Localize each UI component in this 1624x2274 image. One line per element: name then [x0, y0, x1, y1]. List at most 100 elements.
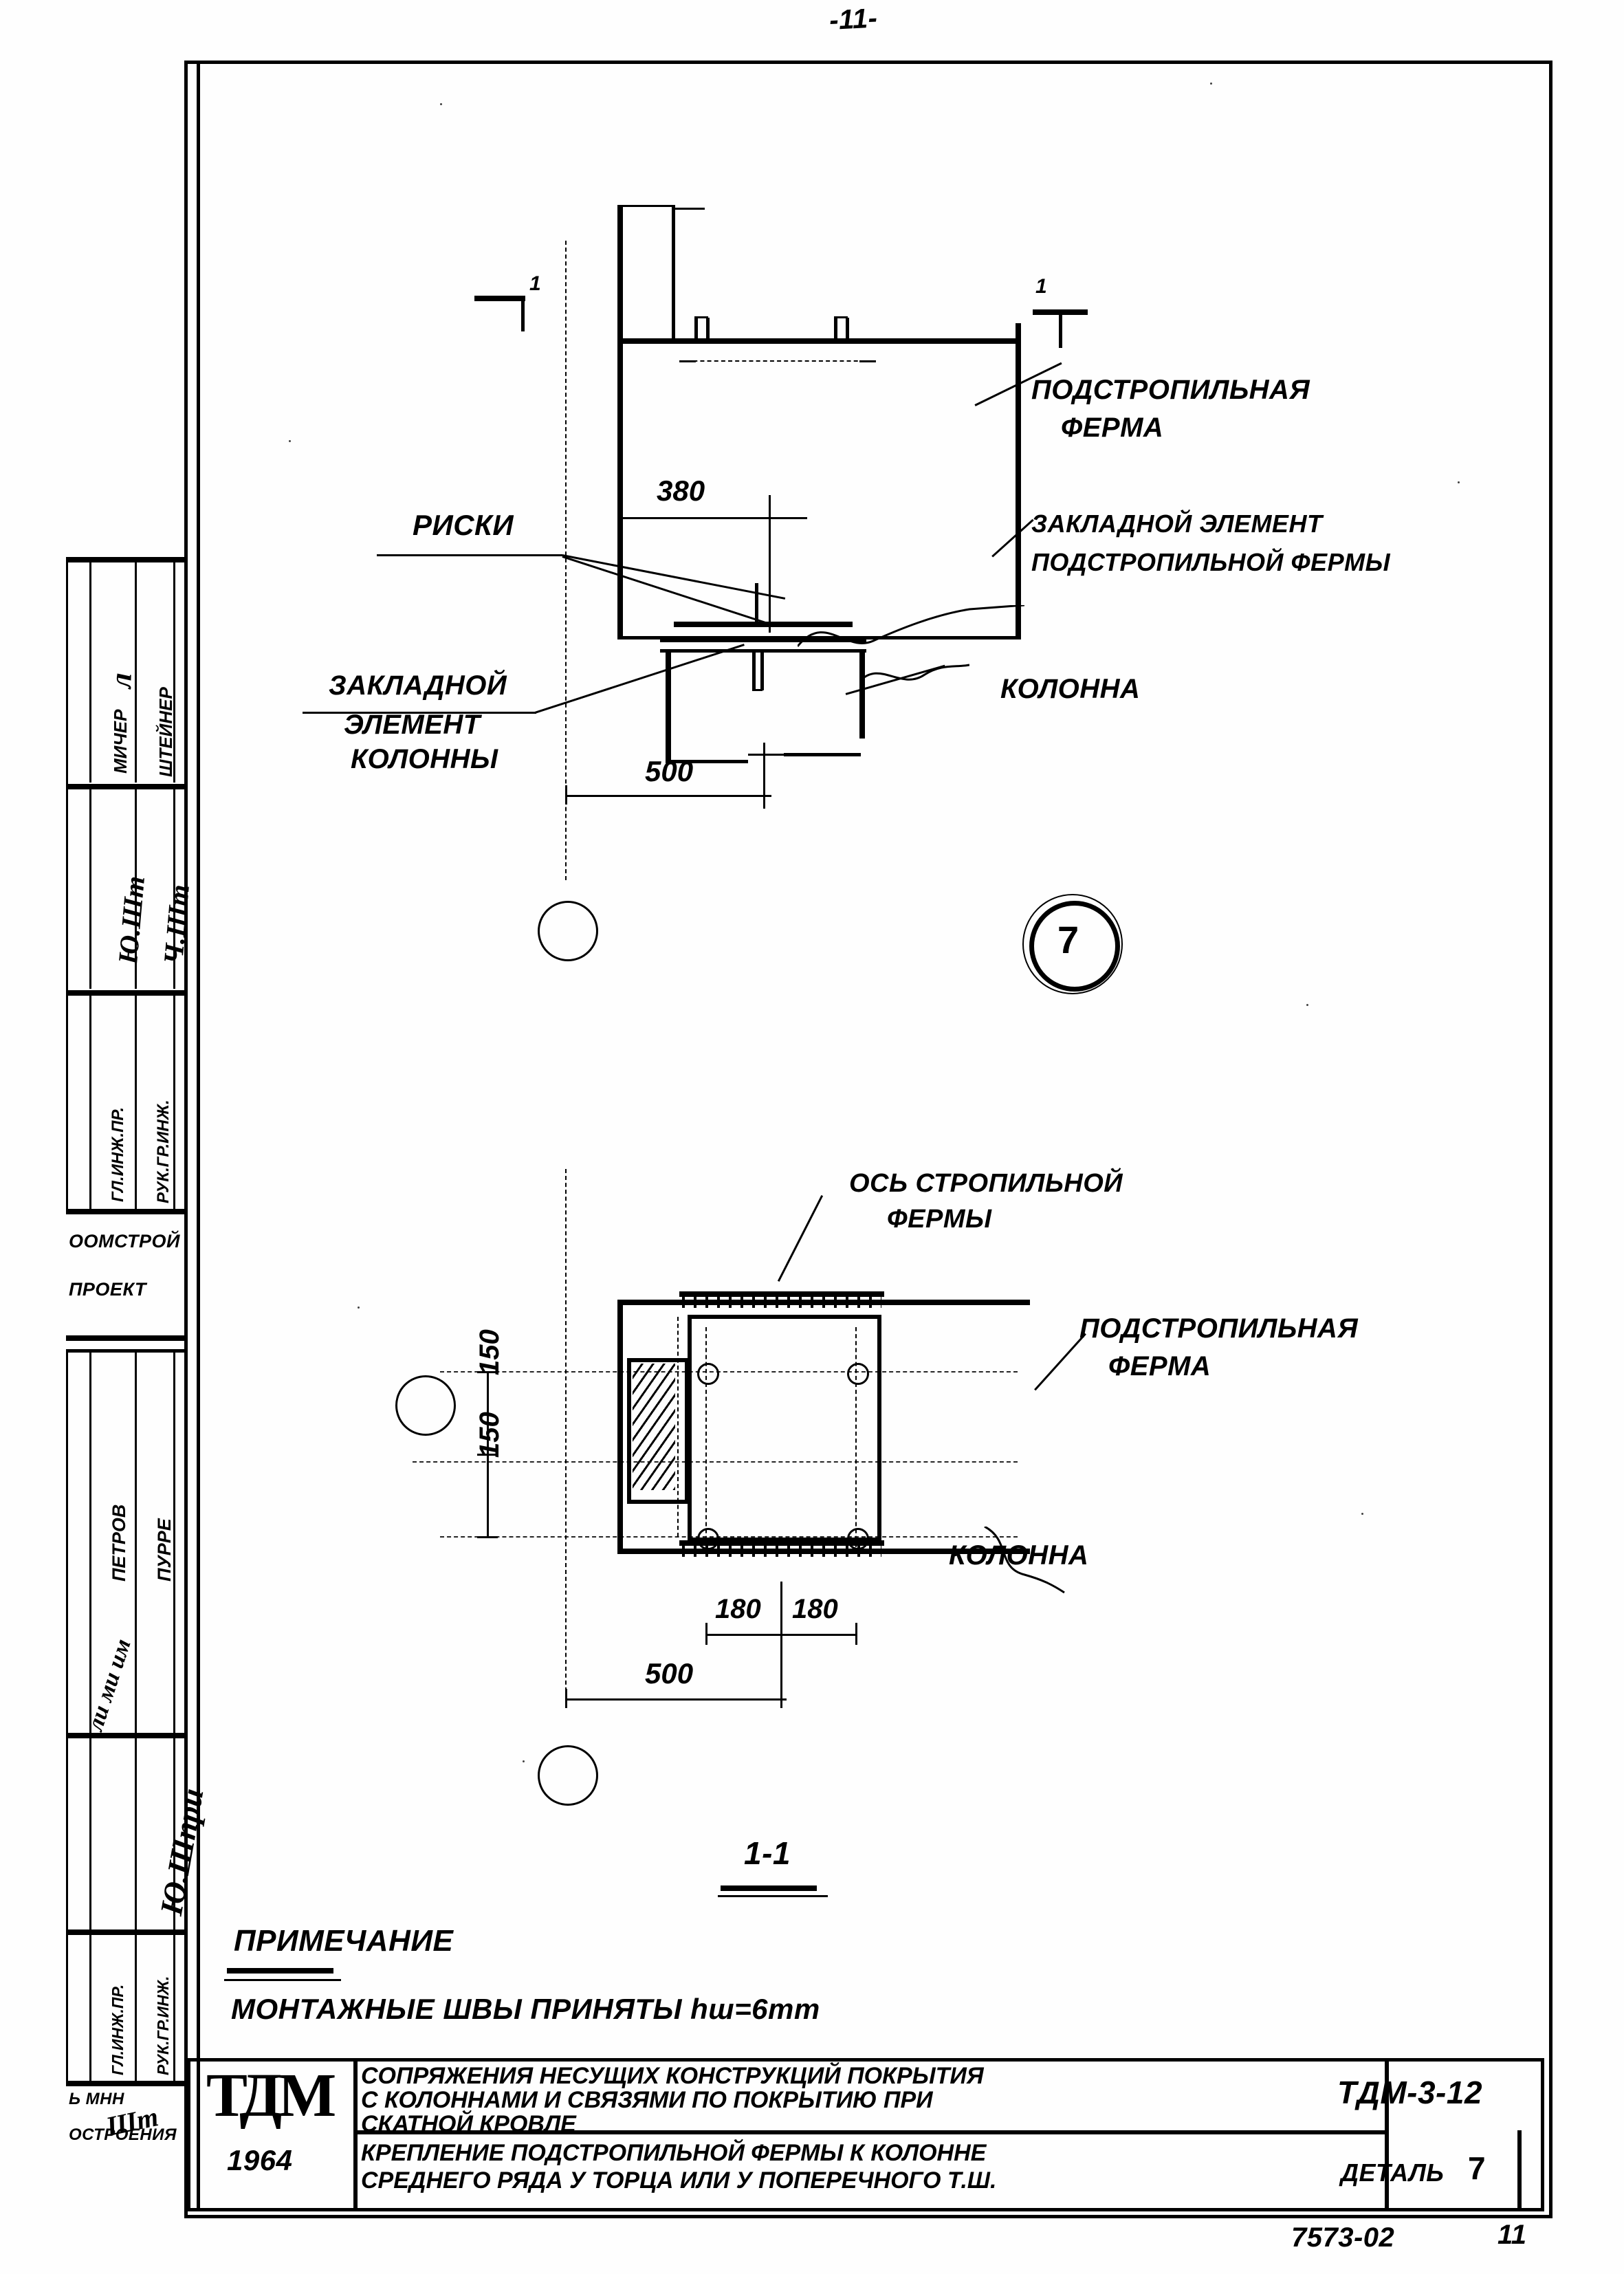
stamp-footer-2: ОСТРОЕНИЯ [69, 2125, 177, 2144]
stamp-rule [135, 992, 137, 1209]
stamp-rule [66, 784, 186, 789]
stamp-rule [135, 1351, 137, 1733]
title-block [187, 2058, 1544, 2211]
stamp-rule [89, 1734, 91, 1931]
note-underline-2 [224, 1979, 341, 1981]
label-embed-col-line3: КОЛОННЫ [351, 744, 498, 774]
stamp-rule [89, 992, 91, 1209]
dim-500-line [565, 795, 771, 797]
dim-180-tick-b [780, 1582, 782, 1645]
anchor-bar-right [760, 649, 764, 690]
scan-speck [1458, 481, 1460, 483]
dim-plan-500-tick-right [780, 1645, 782, 1708]
stamp-role-1: ГЛ.ИНЖ.ПР. [109, 1106, 127, 1202]
stamp-rule [66, 784, 68, 990]
stamp-name-0: ШТЕЙНЕР [155, 687, 176, 777]
sheet-frame [184, 61, 1552, 2218]
plan-dashed-right [879, 1317, 880, 1537]
subtitle-line-2: СРЕДНЕГО РЯДА У ТОРЦА ИЛИ У ПОПЕРЕЧНОГО … [361, 2167, 997, 2194]
bolt-bottom-left [697, 1528, 719, 1550]
section-mark-right-tick [1059, 309, 1062, 348]
bolt-axis-col-right [855, 1327, 857, 1554]
plan-vertical-axis [565, 1169, 567, 1705]
stamp-rule [173, 1931, 175, 2081]
note-underline [227, 1968, 333, 1974]
scan-speck [289, 440, 291, 442]
label-embed-truss-line2: ПОДСТРОПИЛЬНОЙ ФЕРМЫ [1031, 548, 1391, 576]
break-curve-column [859, 664, 969, 683]
section-title-underline-2 [718, 1895, 828, 1897]
section-title-underline [721, 1885, 817, 1891]
dim-plan-500-label: 500 [645, 1657, 694, 1690]
scan-speck [1361, 1513, 1363, 1515]
embed-plate-truss [674, 622, 853, 627]
label-embed-col-line1: ЗАКЛАДНОЙ [329, 670, 507, 701]
dim-150-a-label: 150 [474, 1412, 505, 1458]
stamp-rule [89, 1931, 91, 2081]
stud-left [694, 318, 698, 340]
detail-circle-inner [1022, 894, 1123, 994]
bottom-page-number: 11 [1497, 2220, 1527, 2250]
stamp-rule [173, 992, 175, 1209]
bolt-bottom-right [847, 1528, 869, 1550]
signature: Ю.Шт [111, 875, 151, 966]
bottom-code: 7573-02 [1291, 2222, 1395, 2253]
bolt-axis-col-left [705, 1327, 707, 1554]
detail-marker-label: 7 [1057, 918, 1079, 961]
label-embed-col-line2: ЭЛЕМЕНТ [344, 710, 481, 740]
bolt-axis-bottom [440, 1536, 1018, 1538]
org-line-2: ПРОЕКТ [69, 1279, 146, 1300]
plan-horizontal-axis [413, 1461, 1018, 1463]
grid-bubble-plan-bottom [538, 1745, 598, 1806]
dim-380-tick-left [617, 507, 619, 527]
stamp-rule [135, 1734, 137, 1931]
tb-vline-logo [353, 2062, 358, 2208]
label-column: КОЛОННА [1000, 674, 1141, 704]
plate-edge-right [859, 360, 876, 362]
stamp-rule [173, 558, 175, 783]
stamp-rule [89, 1351, 91, 1733]
stamp-rule [66, 557, 68, 784]
title-block-year: 1964 [227, 2144, 293, 2176]
stamp-rule [66, 1733, 68, 1932]
dim-150-b-label: 150 [474, 1329, 505, 1375]
stamp-footer-1: Ь МНН [69, 2090, 124, 2108]
drawing-code: ТДМ-3-12 [1337, 2075, 1483, 2110]
mark-riser [755, 583, 758, 623]
section-mark-right-label: 1 [1035, 275, 1048, 298]
column-break-jog [748, 754, 784, 756]
stamp-rule [173, 1734, 175, 1931]
leader-marks-horizontal [377, 554, 562, 556]
break-curve-truss [798, 605, 1024, 647]
vertical-centre-axis [565, 241, 567, 880]
dim-plan-500-line [565, 1698, 787, 1701]
stamp-rule [89, 558, 91, 783]
truss-web-stub-left [617, 205, 621, 339]
stamp-rule [173, 785, 175, 989]
scan-speck [440, 103, 442, 105]
dim-500-label: 500 [645, 755, 694, 787]
title-block-logo: ТДМ [206, 2062, 336, 2130]
truss-top-extension [672, 208, 705, 210]
dim-150-tick-a [477, 1371, 498, 1373]
dim-180-b-label: 180 [792, 1594, 838, 1624]
stamp-rule [66, 1929, 68, 2081]
note-heading: ПРИМЕЧАНИЕ [234, 1924, 454, 1958]
stamp-name-1: РУК.ГР.ИНЖ. [154, 1100, 173, 1203]
stamp-role-3: ГЛ.ИНЖ.ПР. [109, 1984, 127, 2075]
signature: Ч.Шт [157, 883, 195, 966]
plan-column-left [617, 1300, 623, 1553]
truss-web-stub-right [672, 205, 675, 339]
org-line-1: ООМСТРОЙ [69, 1231, 180, 1251]
label-embed-truss-line1: ЗАКЛАДНОЙ ЭЛЕМЕНТ [1031, 510, 1323, 538]
plan-weld-bottom-outline [679, 1540, 884, 1546]
label-marks: РИСКИ [413, 509, 514, 541]
note-text: МОНТАЖНЫЕ ШВЫ ПРИНЯТЫ hш=6mm [231, 1993, 820, 2025]
bolt-axis-top [440, 1371, 1018, 1373]
plan-shoe-hatching [633, 1364, 675, 1490]
plan-shoe-bracket [627, 1358, 689, 1504]
stamp-rule [66, 1349, 186, 1353]
hidden-plate-line [679, 360, 872, 362]
plan-weld-bottom [682, 1546, 881, 1557]
